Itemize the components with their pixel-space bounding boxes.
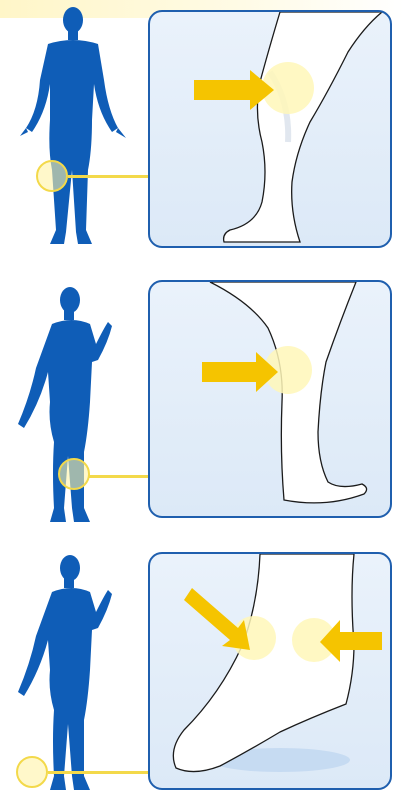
- connector-line: [68, 175, 150, 178]
- body-silhouette-profile-raised-arm: [0, 272, 150, 532]
- ankle-highlight-circle: [17, 757, 47, 787]
- knee-detail-panel: [148, 10, 392, 248]
- knee-highlight-circle: [59, 459, 89, 489]
- connector-line: [48, 771, 150, 774]
- impact-arrow-left: [184, 588, 250, 650]
- connector-line: [88, 475, 150, 478]
- body-silhouette-profile-raised-arm: [0, 540, 150, 800]
- body-silhouette-standing-front: [0, 0, 150, 260]
- impact-arrow: [202, 352, 278, 392]
- ankle-detail-panel: [148, 552, 392, 790]
- knee-highlight-circle: [37, 161, 67, 191]
- knee-detail-panel: [148, 280, 392, 518]
